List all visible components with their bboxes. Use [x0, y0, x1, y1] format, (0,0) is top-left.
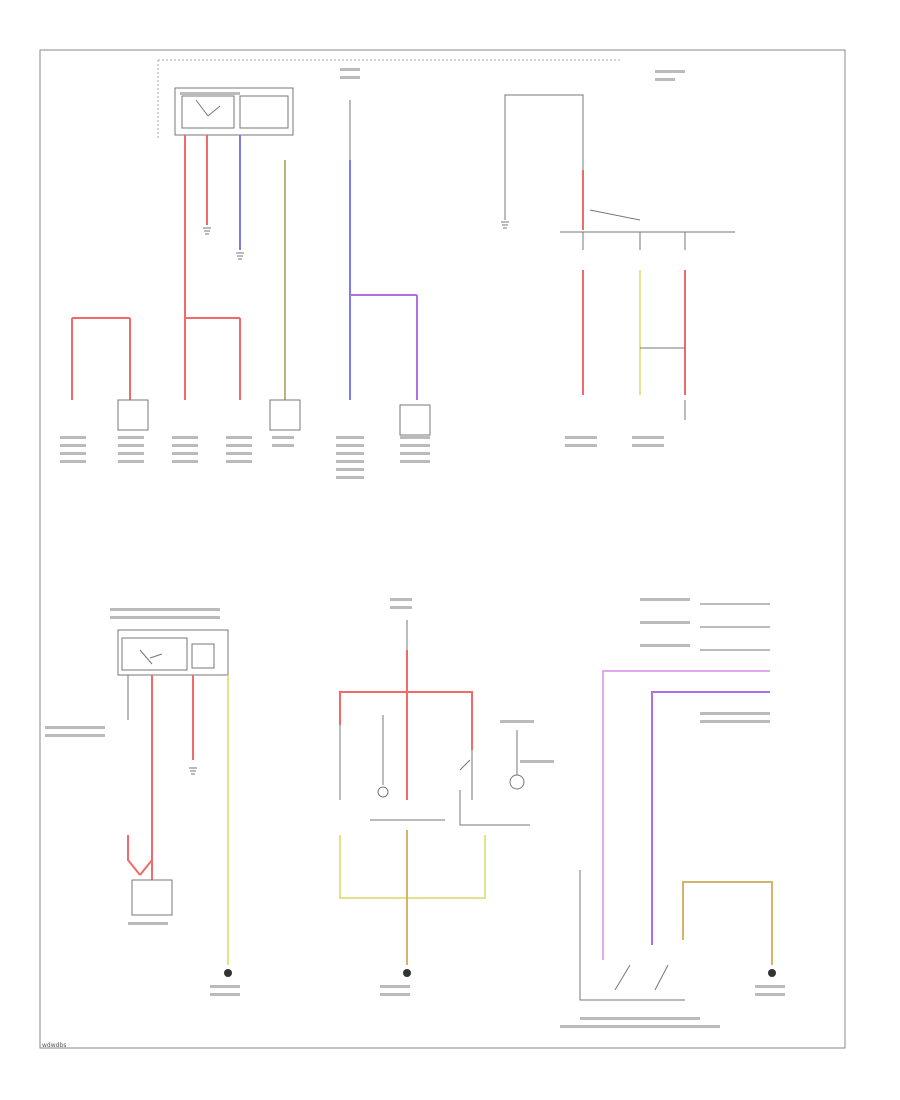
page-footer: wdwdbs [42, 1042, 66, 1049]
switch-contact-icon [195, 99, 221, 117]
relay-box [174, 87, 294, 136]
wire-gray-bus-2 [560, 209, 735, 250]
power-bus-line [157, 59, 620, 140]
connector-block [131, 879, 173, 916]
switch-contact-icon [614, 964, 669, 991]
connector-block [269, 399, 301, 431]
ground-symbol-icon [236, 252, 244, 260]
connector-block [117, 399, 149, 431]
diagram-border [39, 49, 846, 1049]
ground-symbol-icon [189, 767, 197, 775]
wire-yellow-3 [339, 835, 486, 899]
top-relay-module [174, 87, 294, 136]
relay-contact [239, 95, 289, 129]
ground-symbol-icon [501, 221, 509, 229]
wire-violet-3 [602, 670, 770, 960]
ground-symbol-icon [203, 227, 211, 235]
relay-coil [181, 95, 235, 129]
relay-contact [191, 643, 215, 669]
ground-symbol-icon [224, 969, 232, 977]
illegible-labels [45, 68, 785, 1028]
wire-red-12 [127, 835, 153, 876]
switch-contact-icon [370, 715, 530, 826]
wire-gray-bus [504, 94, 584, 170]
wire-violet-4 [651, 691, 770, 945]
ground-symbol-icon [403, 969, 411, 977]
lamp-icon [377, 786, 389, 798]
wire-gray-7 [339, 725, 473, 800]
switch-contact-icon [139, 649, 163, 665]
wire-gray-9 [579, 870, 685, 1001]
bottom-left-relay [117, 629, 229, 676]
wire-red-15 [339, 691, 473, 750]
relay-box [117, 629, 229, 676]
wire-tan-3 [682, 881, 773, 965]
lamp-icon [509, 774, 525, 790]
relay-coil [121, 637, 188, 671]
ground-symbol-icon [768, 969, 776, 977]
connector-block [399, 404, 431, 436]
